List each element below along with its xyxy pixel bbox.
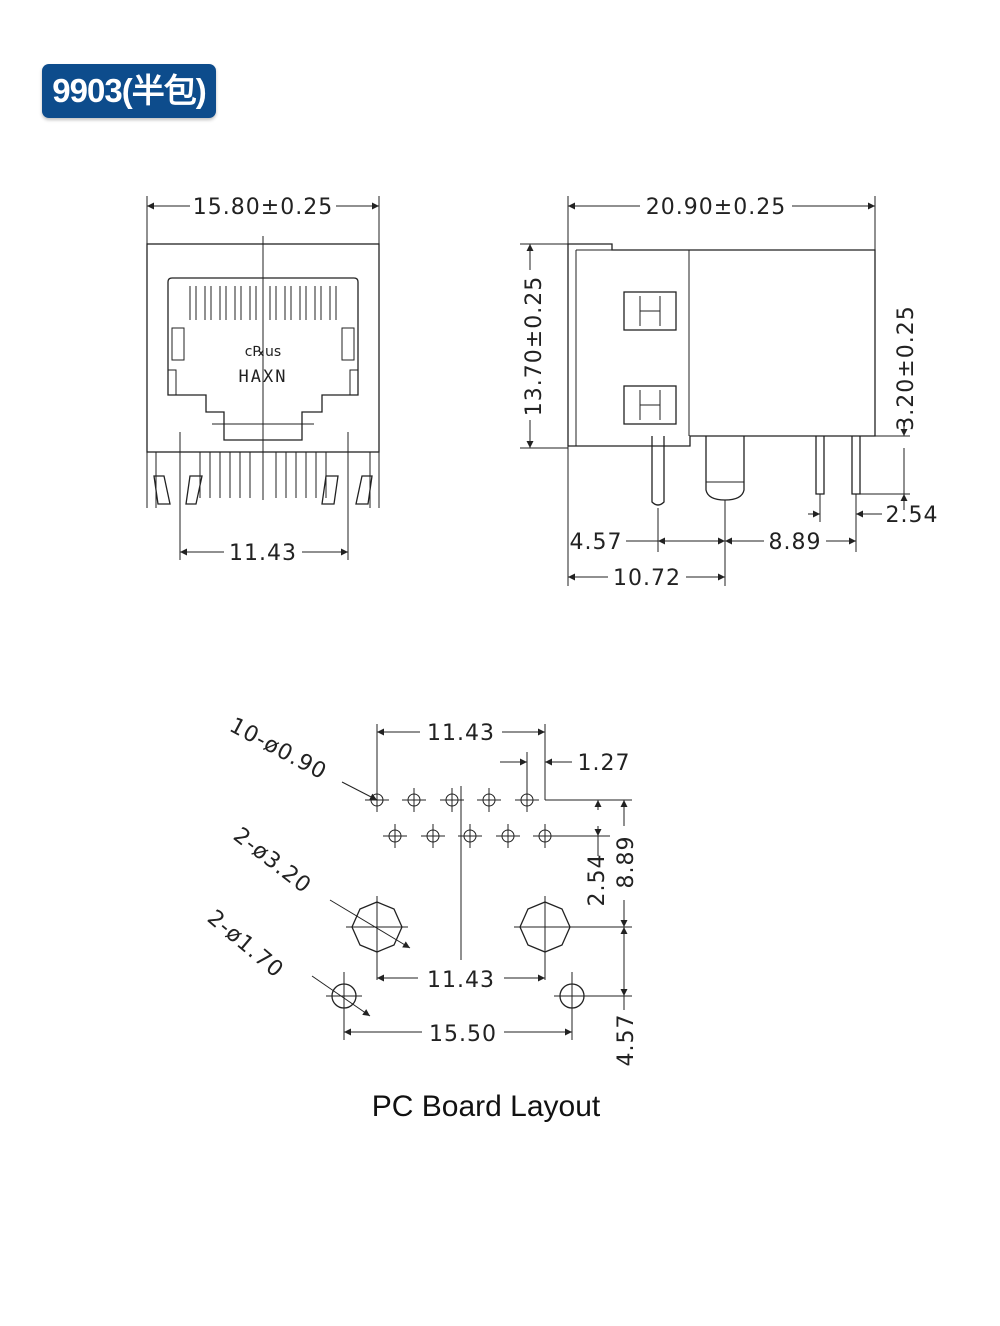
pcb-mount-span-dim: 11.43 [427, 968, 495, 993]
mount-holes-label: 2-ø3.20 [228, 823, 315, 899]
side-offset-b-dim: 8.89 [769, 530, 822, 555]
side-pitch-dim: 2.54 [886, 503, 939, 528]
shield-holes-label: 2-ø1.70 [202, 905, 288, 983]
pcb-row-gap-dim: 2.54 [585, 854, 610, 907]
signal-holes-label: 10-ø0.90 [225, 713, 331, 785]
pcb-pitch-dim: 1.27 [578, 751, 631, 776]
front-width-dim: 15.80±0.25 [193, 195, 333, 220]
pcb-top-span-dim: 11.43 [427, 721, 495, 746]
side-height-dim: 13.70±0.25 [522, 276, 547, 416]
front-pin-span-dim: 11.43 [229, 541, 297, 566]
side-pin-length-dim: 3.20±0.25 [894, 305, 919, 430]
marking-text: HAXN [239, 367, 288, 387]
side-view: 20.90±0.25 13.70±0.25 3.20±0.25 [520, 195, 939, 591]
pcb-shield-span-dim: 15.50 [429, 1022, 497, 1047]
cert-mark: c℞us [245, 344, 281, 360]
side-length-dim: 20.90±0.25 [646, 195, 786, 220]
side-offset-c-dim: 10.72 [613, 566, 681, 591]
title-badge: 9903(半包) [42, 64, 216, 118]
pcb-caption: PC Board Layout [372, 1090, 601, 1123]
side-offset-a-dim: 4.57 [570, 530, 623, 555]
pcb-vertical-a-dim: 8.89 [614, 836, 639, 889]
front-view: 15.80±0.25 c℞us HAXN [146, 195, 380, 566]
pcb-layout: 11.43 1.27 [202, 713, 639, 1123]
pcb-vertical-b-dim: 4.57 [614, 1014, 639, 1067]
